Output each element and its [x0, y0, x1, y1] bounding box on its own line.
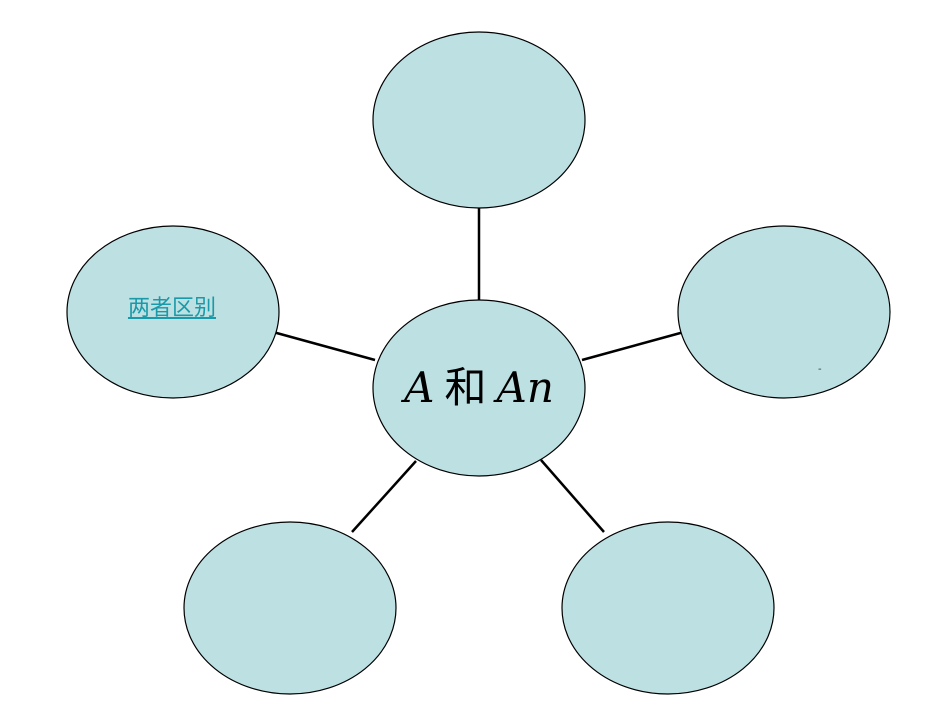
center-label-conjunction: 和: [444, 363, 487, 412]
node-bottom-right[interactable]: [561, 521, 775, 695]
connector-left: [272, 330, 376, 362]
right-node-mark: -: [818, 364, 822, 375]
node-left[interactable]: [66, 225, 280, 399]
node-center[interactable]: [372, 299, 586, 477]
connector-bottom-right: [540, 459, 605, 533]
node-bottom-left[interactable]: [183, 521, 397, 695]
connector-right: [581, 330, 685, 362]
center-label-right: An: [496, 363, 554, 412]
node-top[interactable]: [372, 31, 586, 209]
connector-bottom-left: [351, 460, 417, 533]
node-right[interactable]: [677, 225, 891, 399]
difference-link[interactable]: 两者区别: [127, 296, 216, 321]
center-label-left: A: [404, 363, 435, 412]
